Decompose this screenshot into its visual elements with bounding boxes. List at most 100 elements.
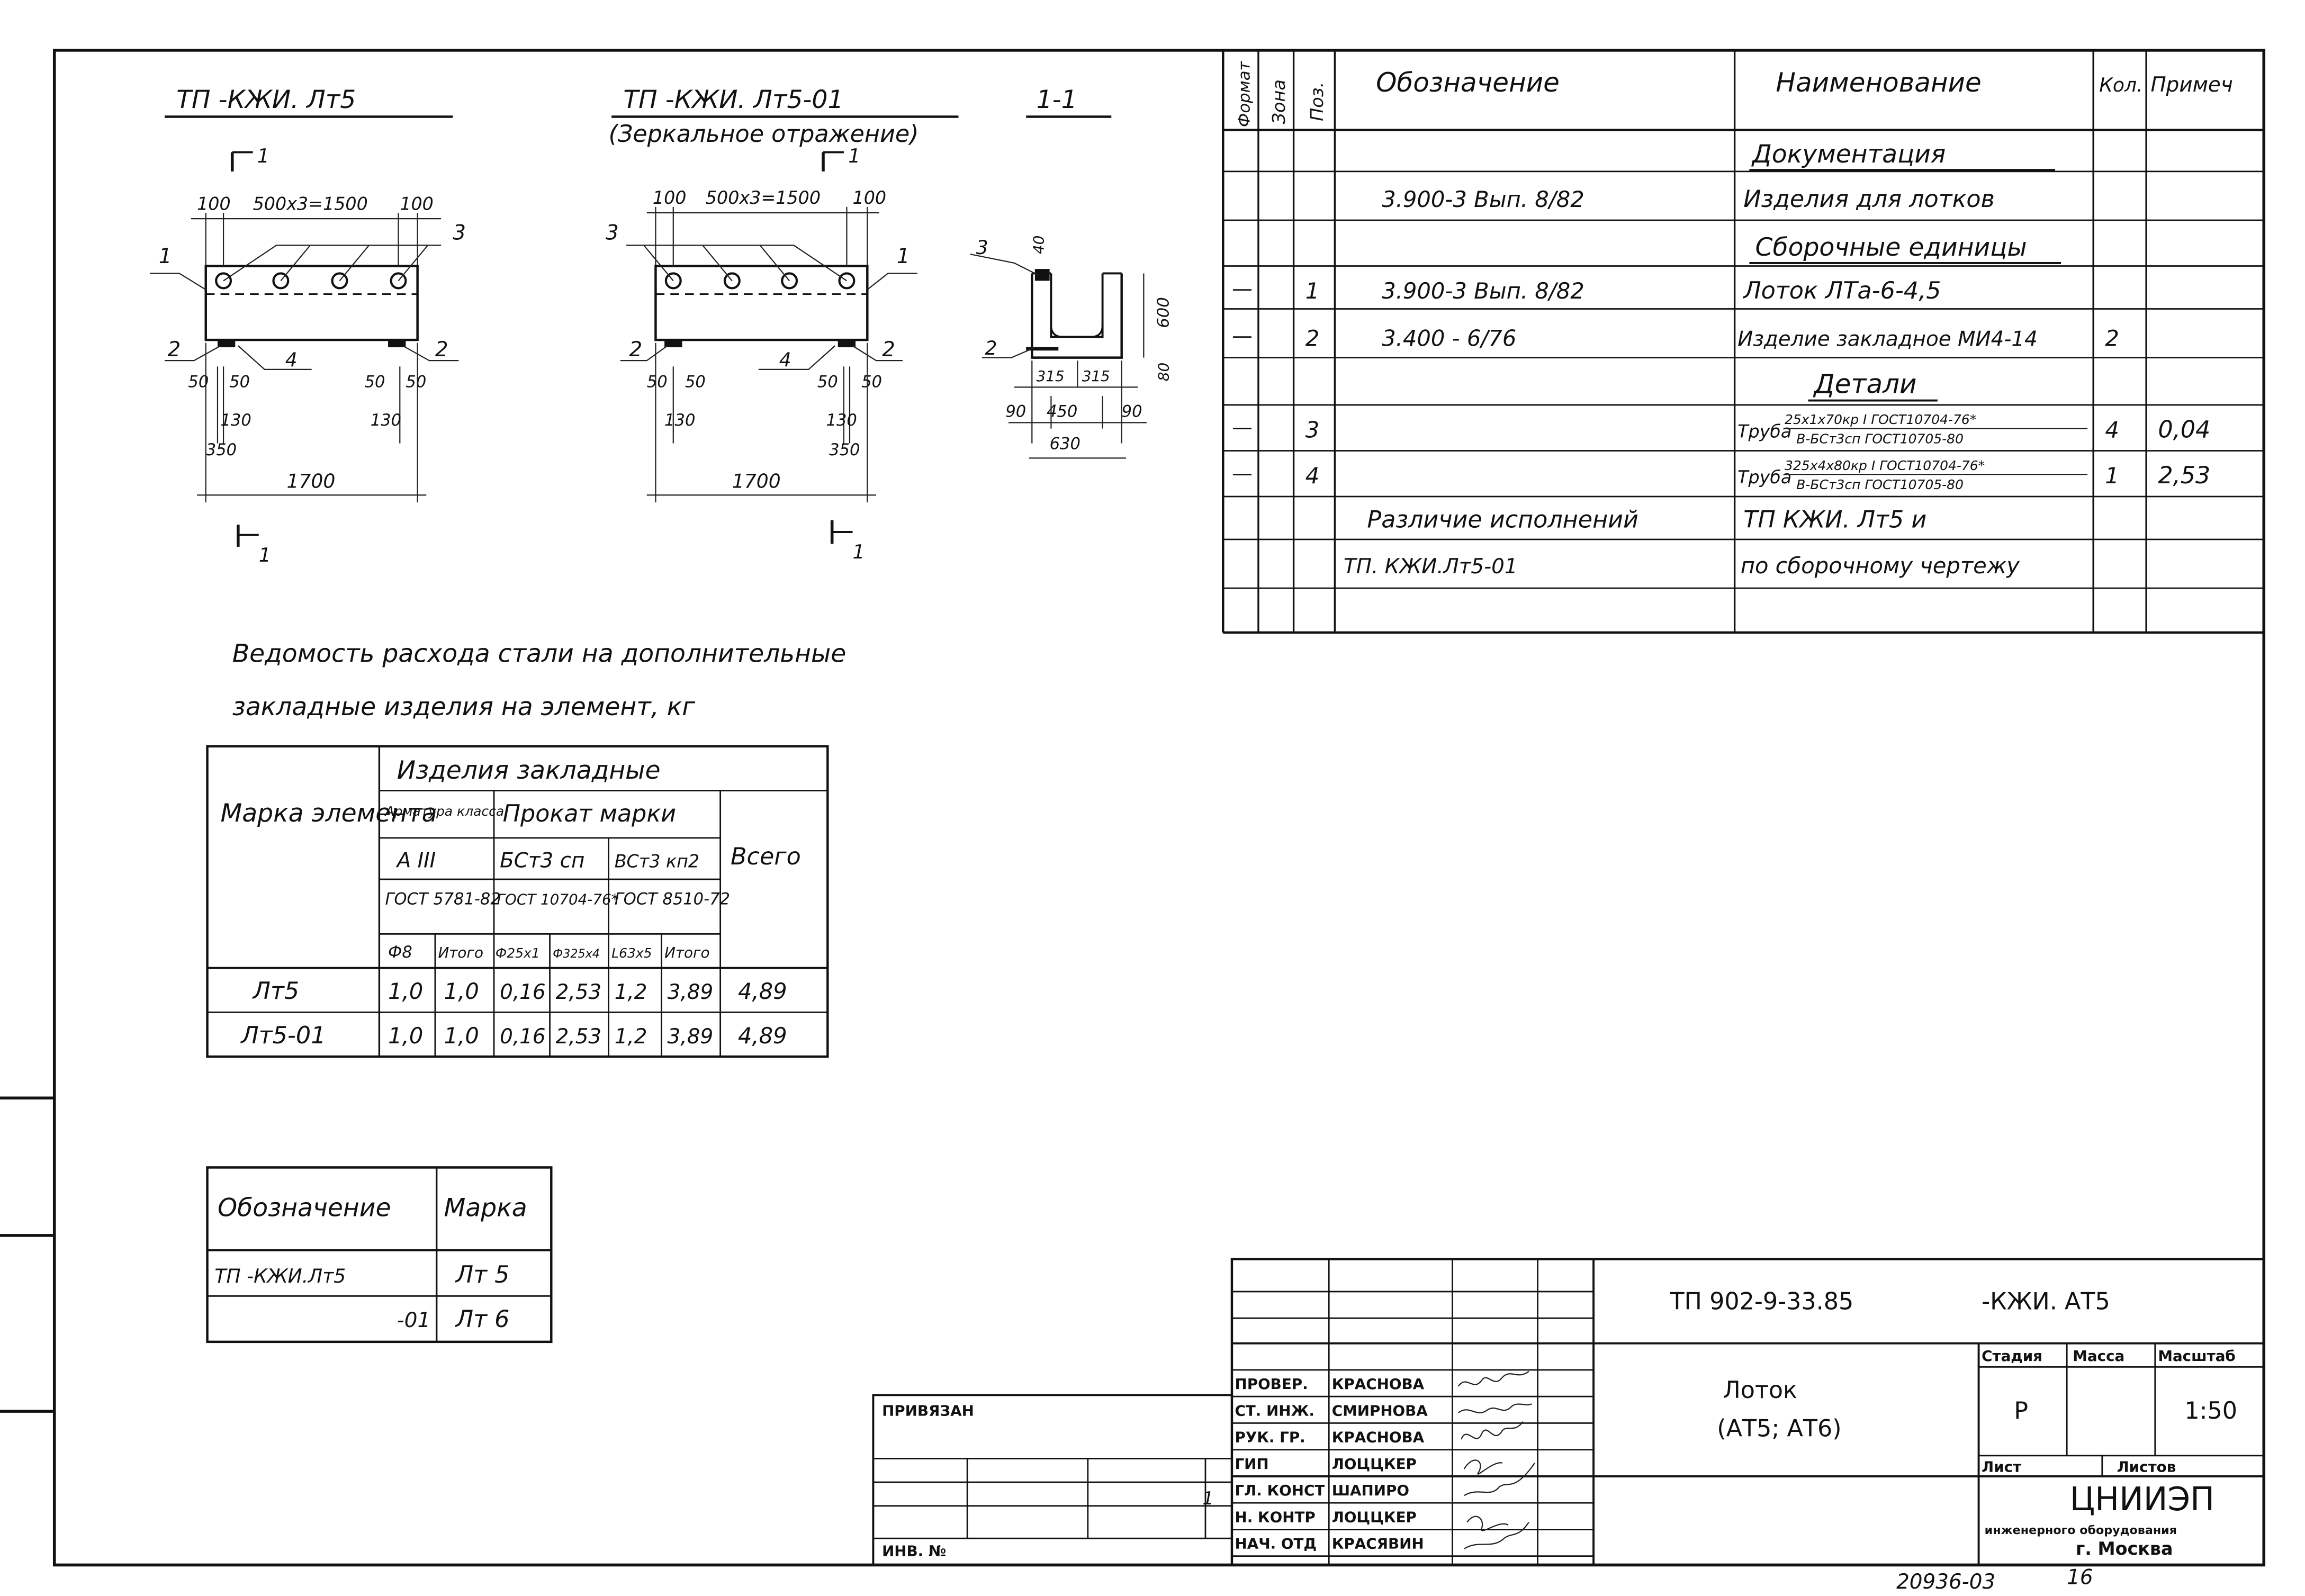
pipe-hole (838, 272, 856, 290)
leader-label: 3 (606, 221, 619, 245)
pipe-hole (215, 272, 232, 290)
role-name: СМИРНОВА (1332, 1402, 1428, 1419)
spec-designation: 3.900-3 Вып. 8/82 (1382, 278, 1584, 304)
spec-header: Обозначение (1376, 67, 1560, 98)
spec-name: Изделие закладное МИ4-14 (1737, 327, 2038, 351)
dim-label: 130 (826, 411, 857, 430)
steel-head-arm: Арматура класса (384, 804, 505, 819)
inv-label: ИНВ. № (882, 1543, 946, 1560)
spec-note: 0,04 (2158, 416, 2210, 443)
spec-qty: 1 (2105, 463, 2119, 489)
spec-qty: 4 (2105, 417, 2119, 443)
steel-cell-total: 4,89 (738, 978, 787, 1004)
inv-value: 1 (1202, 1488, 1213, 1509)
spec-section-title: Детали (1813, 368, 1917, 399)
steel-cell-total: 4,89 (738, 1023, 787, 1049)
spec-name: Труба (1737, 421, 1791, 441)
pipe-hole (781, 272, 798, 290)
leader-label: 2 (168, 338, 181, 362)
leader-label: 4 (779, 348, 791, 371)
spec-designation: 3.400 - 6/76 (1382, 325, 1516, 351)
steel-sub: L63х5 (611, 945, 652, 961)
dim-label: 100 (400, 193, 434, 214)
steel-cell: 3,89 (668, 980, 714, 1004)
spec-format: — (1232, 416, 1253, 440)
sheets-label: Листов (2117, 1458, 2176, 1475)
sheet-label: Лист (1982, 1458, 2021, 1475)
spec-designation: 3.900-3 Вып. 8/82 (1382, 186, 1584, 212)
view2-subtitle: (Зеркальное отражение) (609, 120, 919, 148)
steel-gost: ГОСТ 10704-76* (497, 890, 619, 908)
stage-value: Р (2014, 1397, 2028, 1424)
org-subtitle: инженерного оборудования (1985, 1523, 2177, 1537)
dim-label: 100 (653, 187, 687, 208)
footer-number: 20936-03 (1896, 1570, 1995, 1594)
spec-section-title: Сборочные единицы (1755, 233, 2027, 262)
spec-section-title: Документация (1751, 140, 1946, 169)
steel-cell: 0,16 (500, 980, 546, 1004)
spec-designation: ТП. КЖИ.Лт5-01 (1344, 555, 1518, 579)
role-name: КРАСЯВИН (1332, 1535, 1424, 1553)
role-label: ГИП (1235, 1455, 1269, 1473)
view-2: ТП -КЖИ. Лт5-01 (Зеркальное отражение) 1… (606, 85, 959, 563)
spec-pos: 3 (1305, 417, 1320, 443)
role-label: ПРОВЕР. (1235, 1375, 1308, 1393)
spec-header: Формат (1235, 60, 1254, 127)
dim-label: 50 (365, 373, 385, 391)
dim-label: 130 (664, 411, 695, 430)
role-label: Н. КОНТР (1235, 1508, 1316, 1526)
signature-scribbles (1457, 1370, 1535, 1549)
spec-pos: 1 (1305, 278, 1320, 304)
dim-label: 90 (1122, 402, 1142, 421)
dim-label: 600 (1155, 297, 1173, 328)
spec-header: Зона (1268, 79, 1289, 124)
dim-label: 130 (371, 411, 401, 430)
marks-header: Марка (444, 1193, 527, 1222)
spec-qty: 2 (2105, 325, 2119, 351)
spec-designation: Различие исполнений (1367, 506, 1638, 534)
leader-label: 2 (882, 338, 895, 362)
leader-label: 2 (985, 337, 997, 359)
leader-label: 2 (435, 338, 448, 362)
spec-name: по сборочному чертежу (1741, 553, 2020, 579)
dim-label: 50 (861, 373, 882, 391)
channel-outer (1031, 273, 1123, 359)
steel-cell: 1,2 (615, 1025, 647, 1049)
dim-label: 50 (406, 373, 426, 391)
section-mark-label: 1 (848, 145, 860, 167)
steel-cell: 1,2 (615, 980, 647, 1004)
dim-label: 100 (197, 193, 231, 214)
footer-page: 16 (2067, 1566, 2093, 1590)
doc-code: ТП 902-9-33.85 (1669, 1287, 1853, 1315)
role-name: КРАСНОВА (1332, 1375, 1425, 1393)
spec-name: ТП КЖИ. Лт5 и (1743, 506, 1926, 534)
spec-header: Наименование (1776, 67, 1981, 98)
role-label: СТ. ИНЖ. (1235, 1402, 1314, 1419)
scale-value: 1:50 (2184, 1397, 2237, 1424)
steel-title-line1: Ведомость расхода стали на дополнительны… (232, 639, 847, 669)
beam-outline (204, 265, 419, 341)
steel-head-vst: ВСт3 кп2 (615, 851, 699, 872)
pipe-hole (331, 272, 348, 290)
pipe-hole (664, 272, 682, 290)
spec-header: Кол. (2099, 74, 2142, 96)
dim-label: 40 (1030, 236, 1048, 255)
leader-label: 1 (897, 245, 910, 268)
marks-designation: -01 (397, 1309, 430, 1332)
dim-label: 500x3=1500 (706, 187, 821, 208)
spec-note: 2,53 (2158, 462, 2210, 489)
steel-gost: ГОСТ 8510-72 (615, 890, 730, 908)
doc-name-line2: (АТ5; АТ6) (1717, 1414, 1841, 1442)
dim-label: 50 (647, 373, 668, 391)
org-city: г. Москва (2076, 1538, 2173, 1559)
spec-name-top: 25x1x70кр I ГОСТ10704-76* (1785, 412, 1976, 427)
section-mark-label: 1 (853, 540, 865, 563)
marks-designation: ТП -КЖИ.Лт5 (214, 1265, 346, 1287)
steel-row-mark: Лт5 (252, 977, 300, 1005)
leader-label: 2 (629, 338, 642, 362)
pipe-hole (390, 272, 407, 290)
leader-label: 4 (285, 348, 298, 371)
view2-title: ТП -КЖИ. Лт5-01 (623, 85, 843, 114)
channel-inner (1050, 273, 1104, 338)
